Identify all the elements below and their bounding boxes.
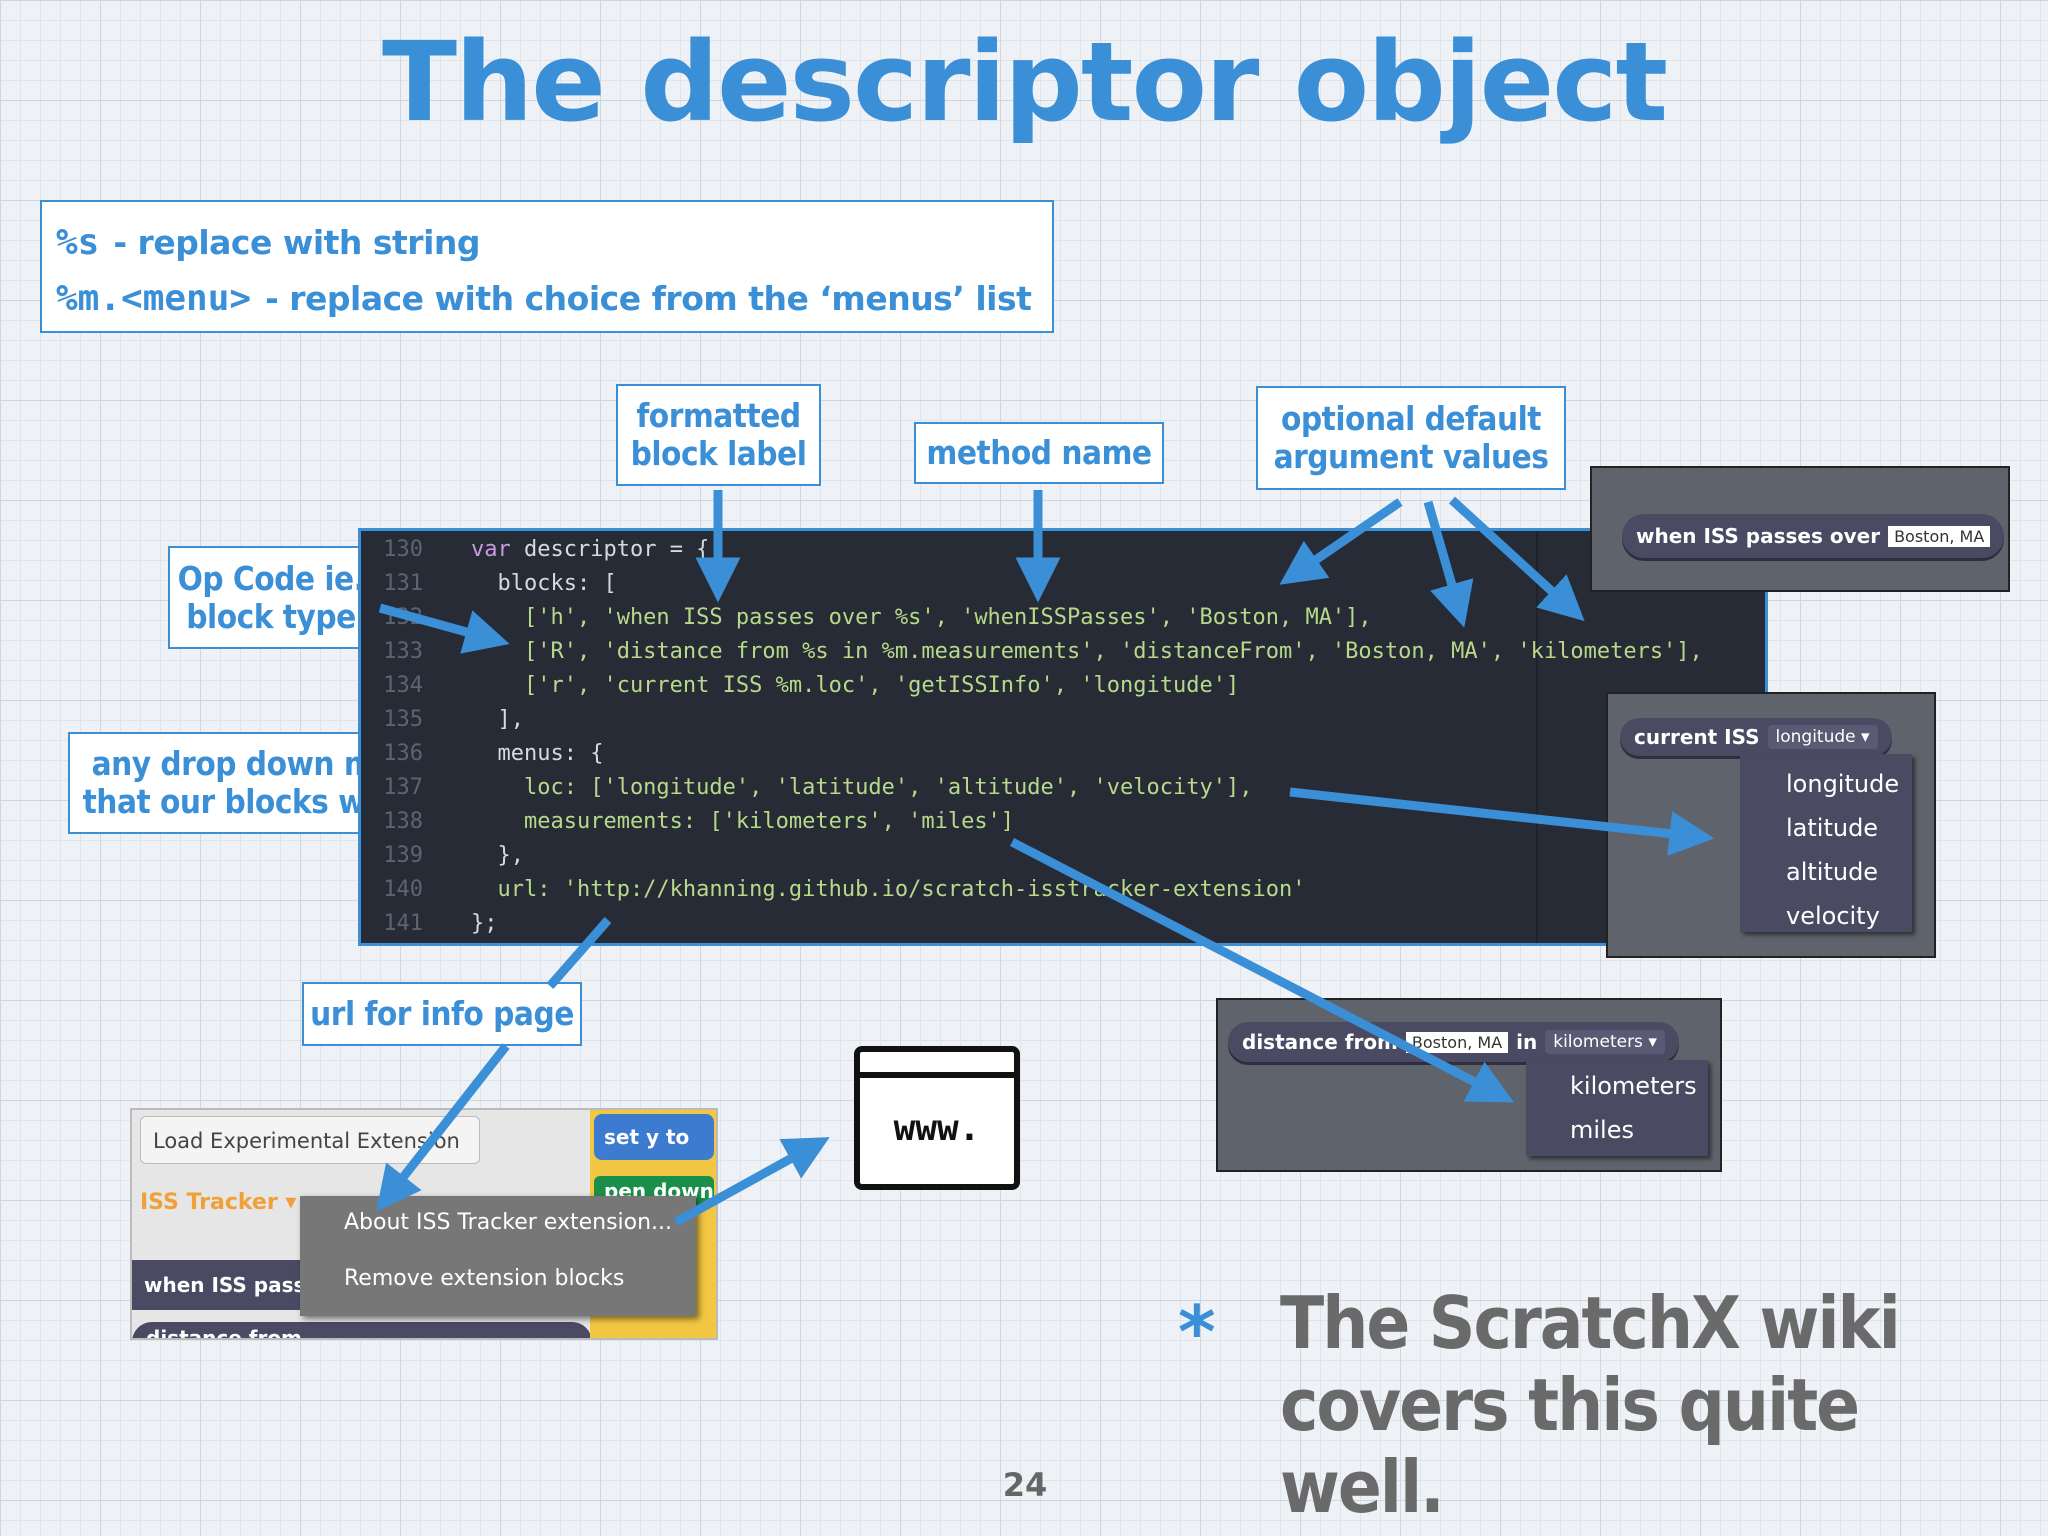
context-menu-remove[interactable]: Remove extension blocks <box>344 1266 625 1291</box>
callout-text: block type <box>186 596 356 636</box>
www-browser-icon: www. <box>854 1046 1020 1190</box>
arrow-default-3 <box>1448 496 1585 622</box>
menu-item[interactable]: velocity <box>1786 902 1880 930</box>
keyword-var: var <box>471 537 511 562</box>
slide-title: The descriptor object <box>381 18 1668 146</box>
line-number: 139 <box>383 843 423 868</box>
arrow-url-stem <box>546 917 612 989</box>
code-line-133: ['R', 'distance from %s in %m.measuremen… <box>471 639 1703 664</box>
line-number: 141 <box>383 911 423 936</box>
legend-row-string: %s - replace with string <box>56 214 1038 270</box>
menu-item[interactable]: latitude <box>1786 814 1879 842</box>
note-line: The ScratchX wiki <box>1280 1281 1901 1365</box>
extension-menu-label[interactable]: ISS Tracker ▾ <box>140 1190 297 1215</box>
callout-formatted-block-label: formatted block label <box>616 384 821 486</box>
line-number: 131 <box>383 571 423 596</box>
legend-code-s: %s <box>56 221 100 263</box>
code-line-132: ['h', 'when ISS passes over %s', 'whenIS… <box>471 605 1372 630</box>
code-text: descriptor = { <box>510 537 710 562</box>
scratch-screenshot: Load Experimental Extension ISS Tracker … <box>130 1108 718 1340</box>
www-label: www. <box>893 1108 981 1149</box>
format-legend: %s - replace with string %m.<menu> - rep… <box>40 200 1054 333</box>
menu-item[interactable]: miles <box>1570 1116 1634 1144</box>
line-number: 130 <box>383 537 423 562</box>
callout-text: formatted <box>636 396 801 436</box>
page-number: 24 <box>1002 1466 1048 1504</box>
line-number: 136 <box>383 741 423 766</box>
block-preview-current: current ISS longitude ▾ longitude latitu… <box>1606 692 1936 958</box>
hat-block-when-iss[interactable]: when ISS passes over Boston, MA <box>1622 514 2005 558</box>
dropdown-menu-loc: longitude latitude altitude velocity <box>1740 754 1912 932</box>
arrow-www <box>673 1137 830 1226</box>
arrow-default-1 <box>1279 498 1403 585</box>
block-label: when ISS passes over <box>1636 524 1881 548</box>
code-line-131: blocks: [ <box>471 571 617 596</box>
legend-code-menu: %m.<menu> <box>56 277 252 319</box>
line-number: 133 <box>383 639 423 664</box>
block-dropdown[interactable]: kilometers ▾ <box>1545 1030 1665 1054</box>
menu-item[interactable]: kilometers <box>1570 1072 1697 1100</box>
legend-desc-menu: - replace with choice from the ‘menus’ l… <box>265 278 1032 318</box>
browser-title-bar <box>860 1052 1014 1078</box>
callout-text: optional default <box>1281 399 1541 439</box>
code-line-136: menus: { <box>471 741 604 766</box>
callout-text: method name <box>926 433 1152 473</box>
legend-row-menu: %m.<menu> - replace with choice from the… <box>56 270 1038 326</box>
line-number: 134 <box>383 673 423 698</box>
extension-context-menu: About ISS Tracker extension... Remove ex… <box>300 1196 696 1316</box>
dropdown-value: longitude <box>1775 727 1856 747</box>
reporter-block-distance[interactable]: distance from Boston, MA in kilometers ▾ <box>1228 1022 1679 1062</box>
block-preview-distance: distance from Boston, MA in kilometers ▾… <box>1216 998 1722 1172</box>
line-number: 140 <box>383 877 423 902</box>
arrow-measurements-menu <box>1009 838 1514 1103</box>
code-line-138: measurements: ['kilometers', 'miles'] <box>471 809 1015 834</box>
arrow-loc-menu <box>1289 787 1715 856</box>
legend-desc-s: - replace with string <box>113 222 481 262</box>
block-label: distance from <box>1242 1030 1398 1054</box>
reporter-block-current-iss[interactable]: current ISS longitude ▾ <box>1620 718 1892 756</box>
menu-item[interactable]: longitude <box>1786 770 1900 798</box>
arrow-opcode <box>378 603 510 654</box>
block-text-field[interactable]: Boston, MA <box>1405 1031 1509 1053</box>
dropdown-value: kilometers <box>1553 1032 1643 1052</box>
block-label: current ISS <box>1634 725 1760 749</box>
callout-opcode: Op Code ie. block type <box>168 546 374 649</box>
code-line-130: var descriptor = { <box>471 537 709 562</box>
code-line-134: ['r', 'current ISS %m.loc', 'getISSInfo'… <box>471 673 1240 698</box>
code-line-139: }, <box>471 843 524 868</box>
callout-text: url for info page <box>310 994 574 1034</box>
callout-url: url for info page <box>302 982 582 1046</box>
callout-text: Op Code ie. <box>177 558 365 598</box>
code-line-137: loc: ['longitude', 'latitude', 'altitude… <box>471 775 1253 800</box>
dropdown-menu-measurements: kilometers miles <box>1526 1060 1708 1156</box>
scratch-block-set-y[interactable]: set y to <box>594 1114 714 1160</box>
block-text-field[interactable]: Boston, MA <box>1888 525 1991 547</box>
editor-ruler <box>1536 531 1538 943</box>
bullet-asterisk-icon: * <box>1178 1290 1216 1374</box>
arrow-default-2 <box>1423 500 1474 628</box>
block-label: in <box>1516 1030 1538 1054</box>
wiki-note: The ScratchX wiki covers this quite well… <box>1280 1282 2040 1528</box>
callout-method-name: method name <box>914 422 1164 484</box>
line-number: 138 <box>383 809 423 834</box>
callout-text: block label <box>630 434 807 473</box>
callout-optional-defaults: optional default argument values <box>1256 386 1566 490</box>
line-number: 135 <box>383 707 423 732</box>
line-number: 137 <box>383 775 423 800</box>
menu-item[interactable]: altitude <box>1786 858 1879 886</box>
context-menu-about[interactable]: About ISS Tracker extension... <box>344 1210 673 1235</box>
scratch-block-distance[interactable]: distance from <box>132 1322 592 1338</box>
code-editor: 130 131 132 133 134 135 136 137 138 139 … <box>358 528 1768 946</box>
block-preview-when: when ISS passes over Boston, MA <box>1590 466 2010 592</box>
callout-text: argument values <box>1273 437 1549 476</box>
code-line-135: ], <box>471 707 524 732</box>
code-line-141: }; <box>471 911 498 936</box>
code-line-140: url: 'http://khanning.github.io/scratch-… <box>471 877 1306 902</box>
block-dropdown[interactable]: longitude ▾ <box>1767 725 1878 749</box>
arrow-url-info <box>376 1043 510 1212</box>
note-line: covers this quite well. <box>1280 1363 1860 1529</box>
